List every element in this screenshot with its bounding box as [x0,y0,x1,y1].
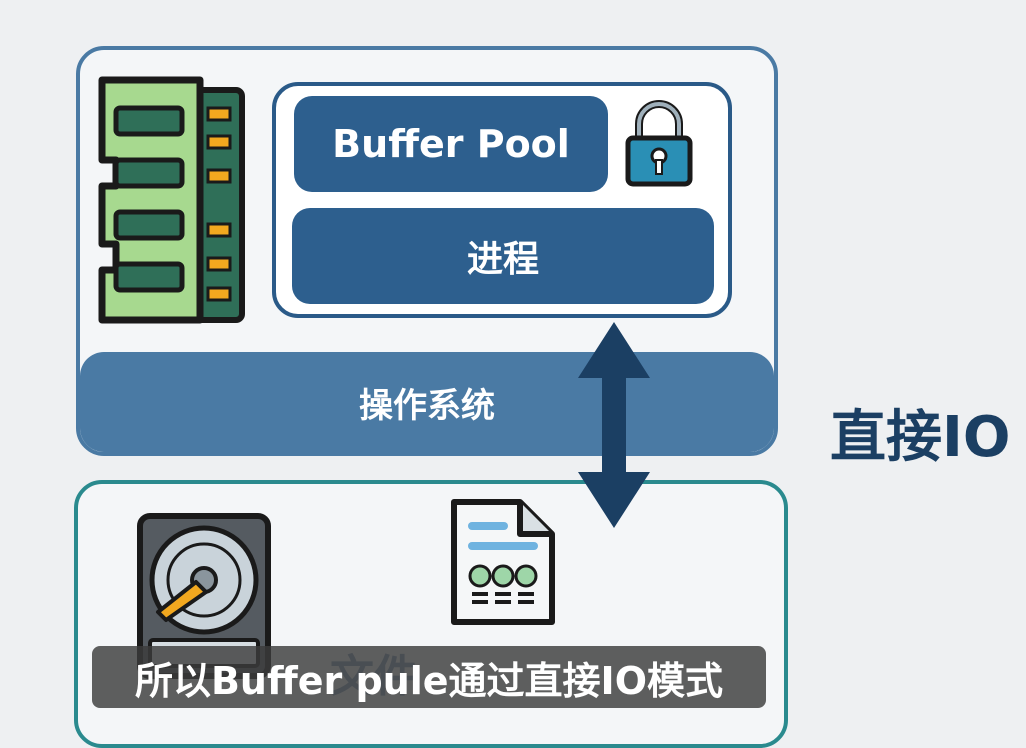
buffer-pool-block: Buffer Pool [294,96,608,192]
padlock-icon [625,100,693,187]
caption-background [92,646,766,708]
os-bar [80,352,774,452]
ram-module-icon [98,76,245,324]
double-arrow-icon [578,322,650,528]
file-document-icon [451,499,555,625]
subtitle-caption: 所以Buffer pule通过直接IO模式 [134,658,724,703]
os-label: 操作系统 [359,385,495,426]
direct-io-label: 直接IO [830,405,1011,470]
process-block: 进程 [292,208,714,304]
